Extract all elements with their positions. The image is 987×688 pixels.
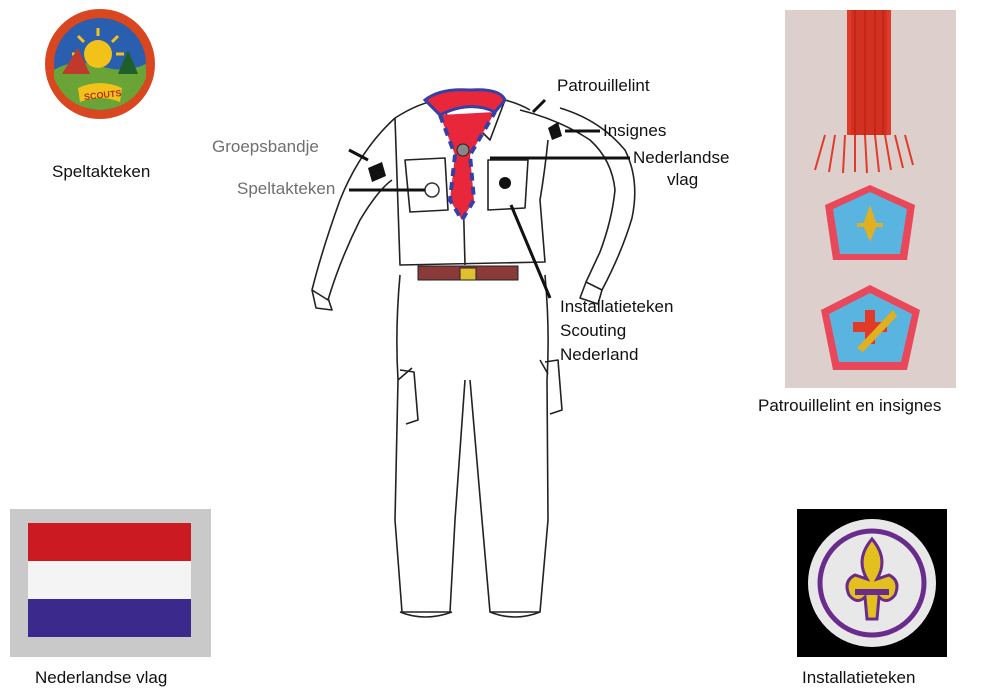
label-installatieteken-2: Scouting xyxy=(560,320,626,341)
label-nederlandse-vlag-2: vlag xyxy=(667,169,698,190)
label-speltakteken: Speltakteken xyxy=(237,178,335,199)
label-groepsbandje: Groepsbandje xyxy=(212,136,319,157)
label-installatieteken-3: Nederland xyxy=(560,344,638,365)
label-installatieteken-1: Installatieteken xyxy=(560,296,673,317)
label-insignes: Insignes xyxy=(603,120,666,141)
label-nederlandse-vlag-1: Nederlandse xyxy=(633,147,729,168)
label-patrouillelint: Patrouillelint xyxy=(557,75,650,96)
